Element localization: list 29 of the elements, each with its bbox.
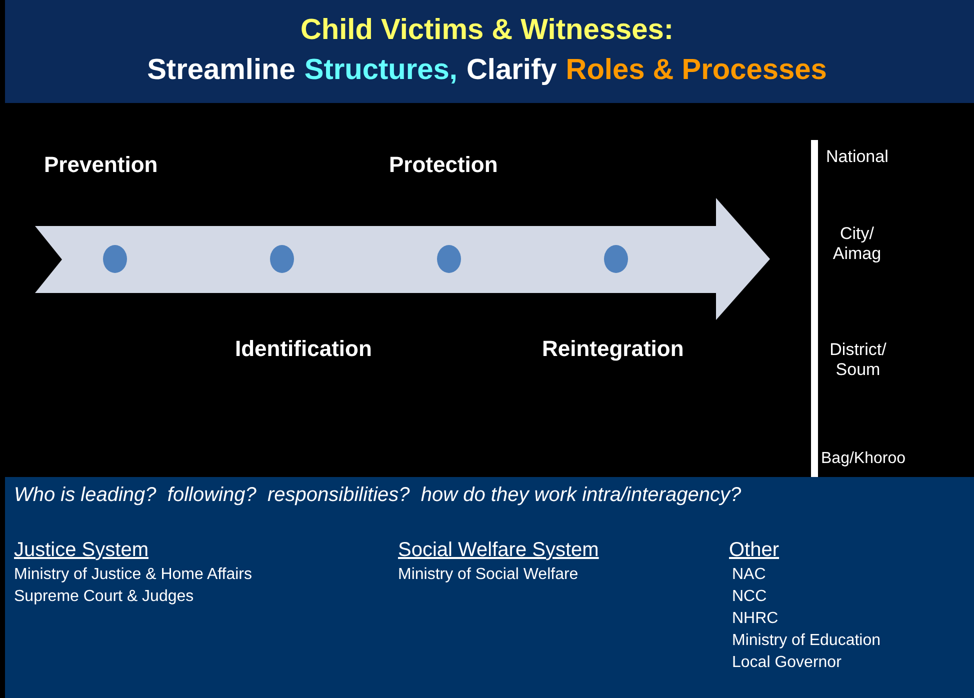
list-item: NHRC xyxy=(732,610,778,628)
list-item: Local Governor xyxy=(732,654,842,672)
column-heading: Other xyxy=(729,539,780,562)
subtitle-text: Structures, xyxy=(304,54,458,87)
subtitle-text: Streamline xyxy=(147,54,296,87)
list-item: Ministry of Justice & Home Affairs xyxy=(14,566,252,584)
list-item: Ministry of Education xyxy=(732,632,881,650)
subtitle-text: Clarify xyxy=(466,54,557,87)
stage-label: Reintegration xyxy=(542,336,684,362)
subtitle-text: Roles & Processes xyxy=(566,54,827,87)
column-heading: Social Welfare System xyxy=(398,539,599,562)
stage-label: Protection xyxy=(389,152,498,178)
level-label: City/ Aimag xyxy=(832,224,882,264)
list-item: Supreme Court & Judges xyxy=(14,588,194,606)
list-item: NAC xyxy=(732,566,766,584)
question-text: Who is leading? following? responsibilities? how do they work intra/interagency? xyxy=(14,484,742,507)
level-label: District/ Soum xyxy=(828,340,888,380)
milestone-dot xyxy=(270,245,294,273)
column-heading: Justice System xyxy=(14,539,148,562)
milestone-dot xyxy=(437,245,461,273)
list-item: NCC xyxy=(732,588,767,606)
milestone-dot xyxy=(604,245,628,273)
stage-label: Identification xyxy=(235,336,372,362)
list-item: Ministry of Social Welfare xyxy=(398,566,578,584)
level-label: Bag/Khoroo xyxy=(821,450,906,468)
milestone-dot xyxy=(103,245,127,273)
level-label: National xyxy=(826,147,888,167)
stage-label: Prevention xyxy=(44,152,158,178)
title: Child Victims & Witnesses: xyxy=(299,14,675,47)
